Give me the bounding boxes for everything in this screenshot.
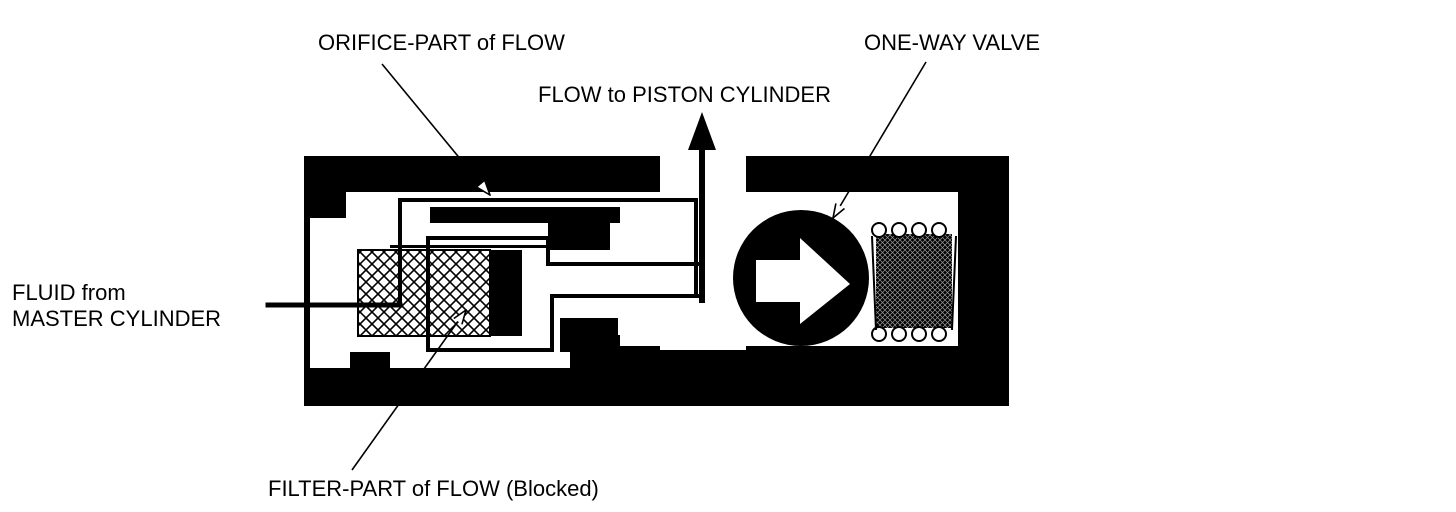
- labels: ORIFICE-PART of FLOW ONE-WAY VALVE FLOW …: [12, 30, 1040, 501]
- orifice-label: ORIFICE-PART of FLOW: [318, 30, 565, 55]
- inlet-port: [310, 218, 350, 368]
- filter-flow-line: [426, 236, 704, 352]
- filter-leader: [351, 310, 466, 471]
- filter-label: FILTER-PART of FLOW (Blocked): [268, 476, 599, 501]
- inner-lands: [430, 207, 620, 352]
- orifice-flow-line: [398, 198, 698, 307]
- valve-label: ONE-WAY VALVE: [864, 30, 1040, 55]
- flow-out-label: FLOW to PISTON CYLINDER: [538, 82, 831, 107]
- leader-lines: [351, 61, 927, 471]
- outlet-arrow-icon: [688, 112, 716, 150]
- orifice-leader: [381, 63, 490, 195]
- valve-direction-arrow-icon: [756, 238, 850, 324]
- fluid-label-line1: FLUID from: [12, 280, 126, 305]
- one-way-valve: [733, 210, 869, 346]
- spring-coils: [871, 222, 947, 342]
- valve-leader: [833, 61, 927, 218]
- flow-lines: [265, 139, 705, 352]
- valve-spring: [871, 222, 957, 342]
- filter-plug: [490, 250, 522, 336]
- fluid-label-line2: MASTER CYLINDER: [12, 306, 221, 331]
- filter-element: [357, 249, 522, 337]
